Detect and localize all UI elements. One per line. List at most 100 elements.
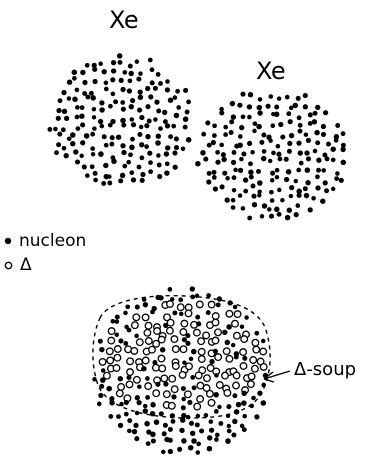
nucleon-dot	[74, 114, 80, 120]
legend-item-delta: Δ	[4, 255, 32, 275]
nucleon-dot	[91, 62, 97, 69]
nucleon-dot	[168, 134, 174, 140]
nucleon-dot	[56, 142, 62, 148]
nucleon-dot	[231, 432, 237, 438]
nucleon-dot	[74, 159, 81, 165]
nucleon-dot	[298, 160, 304, 166]
nucleon-dot	[136, 164, 142, 170]
nucleon-dot	[144, 144, 149, 149]
nucleon-dot	[188, 356, 194, 362]
nucleon-dot	[274, 206, 280, 213]
nucleon-dot	[118, 178, 124, 184]
delta-particle	[112, 364, 121, 372]
nucleon-dot	[295, 203, 301, 208]
nucleon-dot	[226, 423, 231, 429]
delta-particle	[141, 313, 150, 322]
nucleon-dot	[90, 131, 96, 137]
nucleon-dot	[175, 88, 181, 94]
nucleon-dot	[126, 159, 132, 165]
nucleon-dot	[117, 375, 124, 382]
nucleon-dot	[276, 151, 282, 157]
nucleon-dot	[128, 70, 134, 77]
nucleon-dot	[125, 304, 131, 310]
nucleon-dot	[247, 140, 253, 146]
nucleon-dot	[302, 186, 308, 192]
delta-particle	[135, 338, 144, 347]
delta-particle	[107, 327, 116, 336]
nucleon-dot	[109, 400, 115, 406]
nucleon-dot	[252, 128, 257, 134]
nucleon-dot	[242, 355, 248, 361]
nucleon-dot	[219, 184, 225, 190]
nucleon-dot	[139, 177, 145, 183]
nucleon-dot	[141, 297, 147, 302]
delta-particle	[115, 389, 124, 398]
nucleon-dot	[323, 110, 329, 116]
delta-particle	[165, 326, 174, 335]
nucleon-dot	[288, 105, 294, 111]
nucleon-dot	[186, 99, 191, 105]
nucleon-dot	[187, 444, 194, 451]
nucleon-dot	[103, 142, 109, 148]
nucleon-dot	[269, 189, 274, 195]
nucleon-dot	[182, 116, 189, 122]
nucleon-dot	[194, 422, 200, 428]
nucleon-dot	[121, 122, 127, 128]
delta-particle	[196, 395, 205, 403]
nucleon-dot	[158, 81, 163, 86]
nucleon-dot	[145, 376, 150, 381]
nucleon-dot	[116, 53, 123, 59]
nucleon-dot	[89, 164, 95, 170]
nucleon-dot	[251, 193, 257, 199]
nucleon-dot	[110, 118, 116, 125]
nucleon-dot	[97, 338, 103, 344]
nucleon-dot	[63, 153, 69, 159]
nucleon-dot	[214, 437, 219, 442]
nucleon-dot	[320, 198, 326, 204]
delta-particle	[148, 345, 156, 354]
nucleon-dot	[165, 145, 171, 151]
nucleon-dot	[200, 150, 206, 156]
nucleon-dot	[203, 413, 209, 418]
delta-particle	[239, 362, 248, 370]
nucleon-dot	[189, 286, 196, 292]
legend-label-nucleon: nucleon	[19, 231, 87, 251]
nucleon-dot	[314, 129, 320, 136]
delta-particle	[194, 371, 203, 380]
delta-particle	[225, 309, 234, 318]
nucleon-dot	[296, 188, 302, 195]
delta-particle	[158, 364, 167, 373]
nucleon-dot	[256, 169, 261, 174]
nucleon-dot	[167, 437, 173, 443]
nucleon-dot	[91, 115, 97, 120]
nucleon-dot	[96, 401, 102, 407]
nucleon-dot	[239, 156, 244, 162]
nucleon-dot	[179, 417, 186, 423]
nucleon-dot	[108, 103, 113, 109]
nucleon-dot	[276, 211, 282, 217]
nucleon-dot	[137, 384, 142, 389]
nucleon-dot	[239, 324, 245, 329]
nucleon-dot	[92, 126, 97, 131]
delta-particle	[107, 336, 116, 345]
nucleon-dot	[239, 423, 245, 429]
legend-label-delta: Δ	[20, 255, 32, 275]
nucleon-dot	[127, 428, 132, 434]
collision-fireball	[92, 286, 271, 455]
nucleon-dot	[296, 167, 302, 173]
nucleon-dot	[155, 133, 161, 139]
nucleon-dot	[181, 412, 187, 419]
xe-label-right: Xe	[256, 57, 286, 85]
nucleon-dot	[165, 79, 170, 84]
nucleon-dot	[66, 136, 72, 142]
nucleon-dot	[212, 133, 217, 138]
delta-particle	[179, 345, 188, 354]
delta-particle	[249, 356, 258, 364]
nucleon-dot	[276, 96, 282, 101]
nucleon-dot	[163, 381, 169, 387]
nucleon-dot	[148, 94, 154, 100]
nucleon-dot	[80, 140, 86, 146]
nucleon-dot	[322, 180, 328, 186]
nucleon-dot	[172, 150, 178, 156]
